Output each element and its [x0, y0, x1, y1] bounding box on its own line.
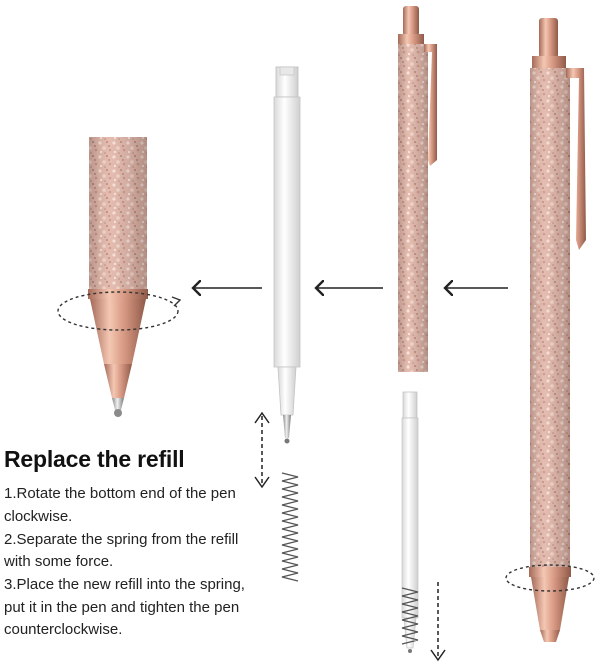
- rotate-dashed-ellipse-icon: [57, 291, 179, 331]
- instructions-panel: Replace the refill 1.Rotate the bottom e…: [4, 446, 264, 642]
- double-arrow-icon: [254, 411, 270, 489]
- pen-tip-closeup: [57, 137, 182, 417]
- instruction-step-1: 1.Rotate the bottom end of the pen clock…: [4, 485, 236, 525]
- pen-barrel: [398, 6, 437, 372]
- spring: [281, 472, 299, 582]
- instructions-heading: Replace the refill: [4, 446, 185, 472]
- refill: [273, 66, 301, 444]
- instruction-step-2: 2.Separate the spring from the refill wi…: [4, 530, 239, 571]
- refill-with-spring: [401, 391, 419, 653]
- instruction-step-3: 3.Place the new refill into the spring, …: [4, 576, 245, 638]
- full-pen: [505, 18, 595, 642]
- rotate-dashed-ellipse-icon: [505, 564, 595, 592]
- down-arrow-icon: [430, 582, 446, 662]
